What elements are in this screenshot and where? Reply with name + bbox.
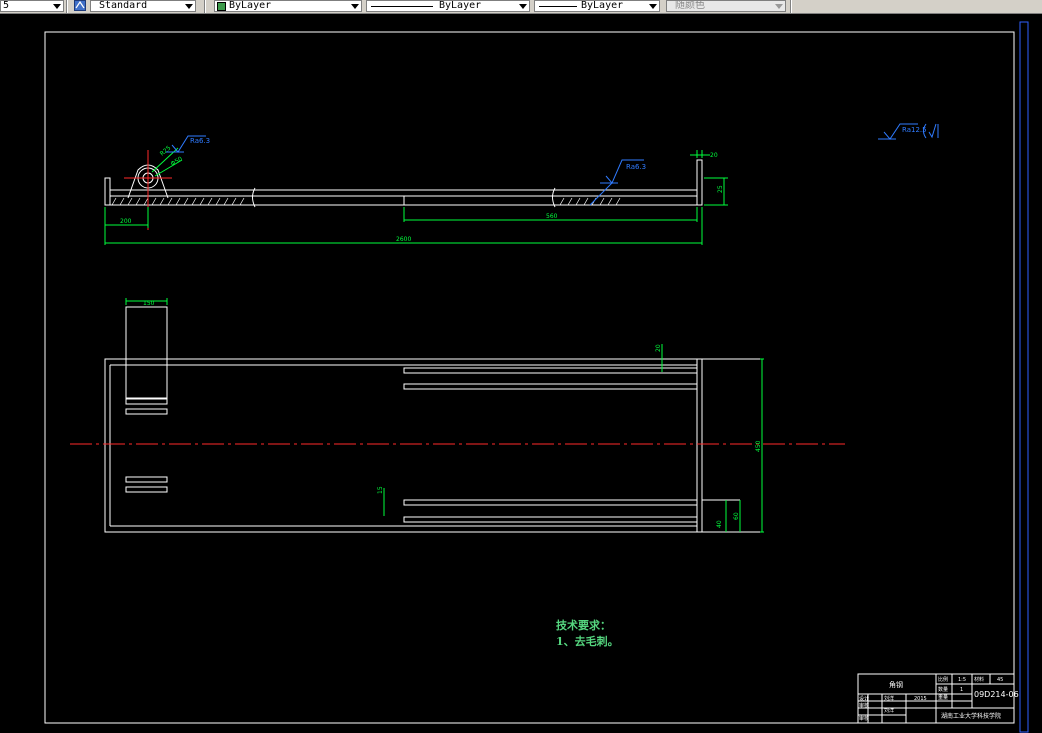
roughness-label-3: Ra12.5 xyxy=(902,126,927,134)
dim-label-20: 20 xyxy=(710,152,718,159)
toolbar-separator xyxy=(204,0,206,13)
tb-qty-value: 1 xyxy=(960,687,963,693)
end-plate-left xyxy=(104,177,111,206)
roughness-labels: Ra6.3 Ra6.3 Ra12.5 xyxy=(190,126,927,171)
text-style-icon[interactable] xyxy=(74,0,86,11)
top-dimensions xyxy=(125,298,764,533)
chevron-down-icon[interactable] xyxy=(519,4,527,9)
frame-outline xyxy=(104,358,703,533)
bolt-slot xyxy=(125,486,168,493)
tb-design-label: 设计 xyxy=(859,695,869,702)
drawing-svg: 200 560 2600 20 25 R25 Φ50 Ra6.3 Ra6.3 R… xyxy=(44,21,1029,733)
chevron-down-icon[interactable] xyxy=(775,4,783,9)
dim-label-20: 20 xyxy=(655,344,662,352)
drawing-canvas[interactable]: 200 560 2600 20 25 R25 Φ50 Ra6.3 Ra6.3 R… xyxy=(0,14,1042,733)
chevron-down-icon[interactable] xyxy=(649,4,657,9)
chevron-down-icon[interactable] xyxy=(53,4,61,9)
dim-label-450: 450 xyxy=(755,440,762,452)
dim-label-40: 40 xyxy=(716,520,723,528)
layer-value: ByLayer xyxy=(229,0,272,11)
chevron-down-icon[interactable] xyxy=(185,4,193,9)
dim-label-150: 150 xyxy=(143,300,155,307)
linetype-value: ByLayer xyxy=(439,0,482,11)
dim-label-200: 200 xyxy=(120,218,132,225)
lineweight-dropdown[interactable]: ByLayer xyxy=(534,0,660,12)
chevron-down-icon[interactable] xyxy=(351,4,359,9)
slot-upper-b xyxy=(403,383,698,390)
tb-approver: 刘洋 xyxy=(884,707,894,714)
lineweight-preview xyxy=(539,6,577,7)
top-dim-labels: 150 20 450 15 60 40 xyxy=(143,300,762,528)
tb-qty-label: 数量 xyxy=(938,686,948,693)
tb-school: 湖南工业大学科技学院 xyxy=(941,712,1001,720)
linetype-preview xyxy=(371,6,433,7)
roughness-label-2: Ra6.3 xyxy=(626,163,646,171)
bolt-slot xyxy=(125,408,168,415)
viewport-frame xyxy=(1019,21,1029,733)
lug-plan xyxy=(125,306,168,399)
tb-scale-label: 比例 xyxy=(938,676,948,683)
end-plate-right xyxy=(696,159,703,206)
notes-item-1: 1、去毛刺。 xyxy=(556,635,619,648)
slot-upper-a xyxy=(403,367,698,374)
front-dim-labels: 200 560 2600 20 25 R25 Φ50 xyxy=(120,144,724,243)
properties-toolbar: 5 Standard ByLayer ByLayer ByLayer 随颜色 xyxy=(0,0,1042,14)
toolbar-separator xyxy=(790,0,792,13)
title-block-text: 角钢 比例 1:5 材料 45 数量 1 重量 09D214-06 设计 刘洋 … xyxy=(859,676,1019,722)
roughness-label-1: Ra6.3 xyxy=(190,137,210,145)
layer-dropdown[interactable]: ByLayer xyxy=(214,0,362,12)
plot-style-value: 随颜色 xyxy=(675,0,705,11)
tb-designer: 刘洋 xyxy=(884,695,894,702)
dim-style-dropdown[interactable]: 5 xyxy=(0,0,64,12)
bolt-slot xyxy=(125,398,168,405)
tb-date: 2015 xyxy=(914,696,927,702)
tb-scale-value: 1:5 xyxy=(958,677,966,683)
slot-lower-a xyxy=(403,499,698,506)
top-view xyxy=(104,306,760,533)
dim-style-value: 5 xyxy=(3,0,10,11)
dim-label-560: 560 xyxy=(546,213,558,220)
slot-lower-b xyxy=(403,516,698,523)
break-line xyxy=(252,187,256,208)
plot-style-dropdown[interactable]: 随颜色 xyxy=(666,0,786,12)
bolt-slot xyxy=(125,476,168,483)
dim-label-25: 25 xyxy=(717,185,724,193)
slot-segment xyxy=(403,195,698,206)
roughness-symbols xyxy=(166,123,939,206)
front-dimensions xyxy=(104,147,728,245)
text-style-dropdown[interactable]: Standard xyxy=(90,0,196,12)
tb-approve-label: 审核 xyxy=(859,715,869,722)
toolbar-separator xyxy=(66,0,68,13)
layer-color-swatch xyxy=(217,2,226,11)
lineweight-value: ByLayer xyxy=(581,0,624,11)
title-block xyxy=(857,673,1015,724)
tb-material-value: 45 xyxy=(997,677,1003,683)
sheet-border xyxy=(44,31,1015,724)
text-style-value: Standard xyxy=(99,0,148,11)
linetype-dropdown[interactable]: ByLayer xyxy=(366,0,530,12)
dim-label-2600: 2600 xyxy=(396,236,411,243)
tb-part-name: 角钢 xyxy=(889,680,903,689)
tb-material-label: 材料 xyxy=(974,676,984,683)
hatch-marks xyxy=(111,197,621,206)
tb-check-label: 审核 xyxy=(859,702,869,709)
tb-weight-label: 重量 xyxy=(938,694,948,701)
break-line xyxy=(552,187,556,208)
tb-drawing-no: 09D214-06 xyxy=(974,690,1019,699)
dim-label-60: 60 xyxy=(733,512,740,520)
dim-label-phi50: Φ50 xyxy=(170,155,184,167)
dim-label-15: 15 xyxy=(377,486,384,494)
notes-heading: 技术要求： xyxy=(556,619,611,632)
